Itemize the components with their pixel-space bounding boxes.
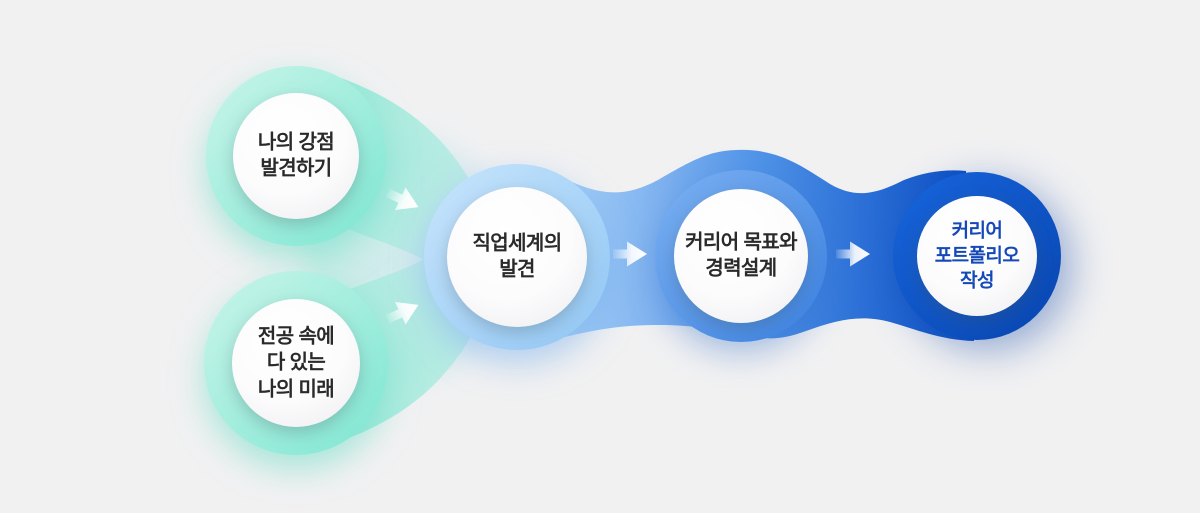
step-3-label: 직업세계의 발견 — [472, 232, 563, 281]
step-3-circle — [424, 164, 610, 350]
arrow-right-icon-2 — [385, 301, 419, 325]
step-4-inner-circle — [674, 189, 808, 323]
step-2-label: 전공 속에 다 있는 나의 미래 — [257, 325, 335, 401]
step-1-inner-circle — [233, 93, 359, 219]
step-3-inner-circle — [447, 187, 587, 327]
arrow-right-icon-3 — [613, 241, 647, 267]
arrow-right-icon-1 — [385, 187, 419, 211]
step-1-circle — [206, 66, 386, 246]
step-5-label: 커리어 포트폴리오 작성 — [934, 220, 1020, 292]
step-4-label: 커리어 목표와 경력설계 — [685, 231, 797, 280]
step-4-circle — [655, 170, 827, 342]
step-2-circle — [204, 271, 388, 455]
step-2-inner-circle — [232, 299, 360, 427]
step-1-label: 나의 강점 발견하기 — [257, 131, 335, 180]
arrow-right-icon-4 — [836, 241, 870, 267]
step-5-circle — [893, 172, 1061, 340]
step-5-inner-circle — [917, 196, 1037, 316]
